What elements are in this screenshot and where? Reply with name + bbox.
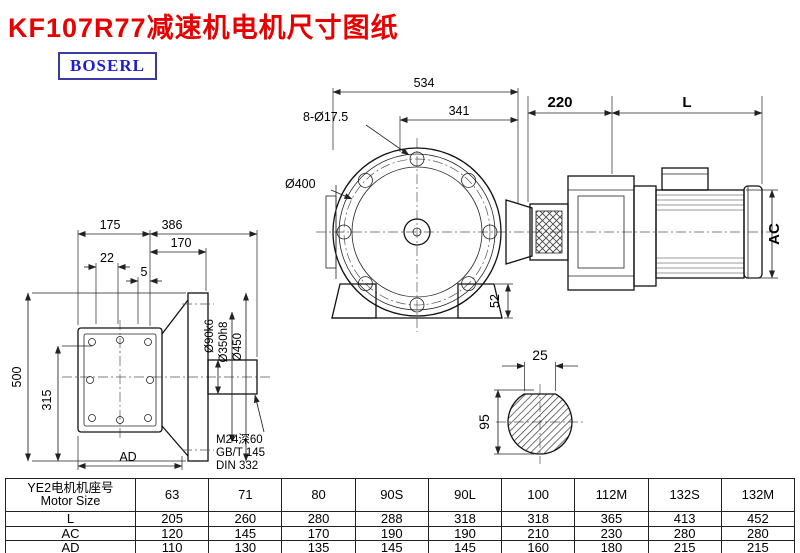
col-header: 100 — [501, 478, 576, 512]
motor-side-view: 220 L AC — [505, 94, 783, 291]
table-cell: 170 — [281, 525, 356, 542]
dim-220: 220 — [547, 94, 572, 111]
coupling-section — [535, 210, 563, 254]
dim-bolt-holes: 8-Ø17.5 — [303, 110, 348, 124]
dim-AC: AC — [766, 223, 783, 245]
table-cell: 145 — [354, 540, 429, 553]
dim-L: L — [682, 94, 691, 111]
note-tap: M24深60 — [216, 432, 263, 446]
table-cell: 230 — [574, 525, 649, 542]
col-header: 90L — [427, 478, 503, 512]
dim-170: 170 — [171, 236, 192, 250]
table-cell: 190 — [354, 525, 429, 542]
table-cell: 280 — [647, 525, 722, 542]
dim-341: 341 — [449, 104, 470, 118]
row-label: AC — [5, 525, 136, 542]
dim-flange-dia: Ø450 — [232, 333, 244, 361]
table-cell: 190 — [427, 525, 503, 542]
dim-534: 534 — [414, 76, 435, 90]
dim-AD: AD — [119, 450, 136, 464]
dim-bolt-circle: Ø400 — [285, 177, 316, 191]
table-header-row: YE2电机机座号 Motor Size 63 71 80 90S 90L 100… — [5, 478, 796, 512]
table-cell: 365 — [574, 511, 649, 527]
dim-315: 315 — [40, 390, 54, 411]
col-header: 132M — [720, 478, 796, 512]
col-header: 90S — [354, 478, 429, 512]
side-view-gearbox: 175 386 170 22 5 500 315 — [10, 218, 272, 472]
dim-5: 5 — [141, 265, 148, 279]
terminal-box — [661, 167, 709, 191]
col-header: 80 — [281, 478, 356, 512]
table-row-AC: AC 120 145 170 190 190 210 230 280 280 — [5, 525, 796, 542]
table-cell: 288 — [354, 511, 429, 527]
front-view-gearbox: 534 341 8-Ø17.5 Ø400 52 — [285, 76, 770, 332]
table-row-AD: AD 110 130 135 145 145 160 180 215 215 — [5, 540, 796, 553]
dim-500: 500 — [10, 367, 24, 388]
table-cell: 452 — [720, 511, 796, 527]
table-cell: 145 — [427, 540, 503, 553]
col-header: 132S — [647, 478, 722, 512]
dim-25: 25 — [532, 347, 548, 363]
technical-drawing: 534 341 8-Ø17.5 Ø400 52 — [10, 76, 783, 472]
table-cell: 160 — [501, 540, 576, 553]
table-cell: 280 — [720, 525, 796, 542]
dim-22: 22 — [100, 251, 114, 265]
dim-spigot-dia: Ø350h8 — [218, 322, 230, 363]
size-label-cn: YE2电机机座号 — [27, 480, 114, 495]
housing-face — [77, 327, 163, 433]
col-header: 112M — [574, 478, 649, 512]
motor-size-table: YE2电机机座号 Motor Size 63 71 80 90S 90L 100… — [5, 478, 796, 553]
size-label-en: Motor Size — [40, 494, 101, 508]
table-cell: 318 — [501, 511, 576, 527]
page-title: KF107R77减速机电机尺寸图纸 — [8, 13, 399, 43]
motor-body — [655, 189, 745, 279]
shaft-section-view: 25 95 — [476, 347, 584, 464]
table-cell: 205 — [134, 511, 210, 527]
table-row-L: L 205 260 280 288 318 318 365 413 452 — [5, 511, 796, 527]
table-cell: 318 — [427, 511, 503, 527]
motor-fins — [656, 194, 744, 274]
table-cell: 135 — [281, 540, 356, 553]
table-cell: 210 — [501, 525, 576, 542]
table-cell: 413 — [647, 511, 722, 527]
table-cell: 120 — [134, 525, 210, 542]
table-corner-cell: YE2电机机座号 Motor Size — [5, 478, 136, 512]
brand-logo: BOSERL — [58, 52, 157, 80]
dim-175: 175 — [100, 218, 121, 232]
row-label: AD — [5, 540, 136, 553]
col-header: 71 — [208, 478, 283, 512]
table-cell: 110 — [134, 540, 210, 553]
col-header: 63 — [134, 478, 210, 512]
table-cell: 215 — [647, 540, 722, 553]
dim-shaft-dia: Ø90k6 — [204, 319, 216, 353]
table-cell: 215 — [720, 540, 796, 553]
dim-386: 386 — [162, 218, 183, 232]
motor-flange — [633, 185, 657, 287]
note-gb-standard: GB/T 145 — [216, 447, 265, 459]
table-cell: 180 — [574, 540, 649, 553]
dim-52: 52 — [488, 294, 502, 308]
note-din-standard: DIN 332 — [216, 460, 258, 472]
table-cell: 260 — [208, 511, 283, 527]
table-cell: 280 — [281, 511, 356, 527]
row-label: L — [5, 511, 136, 527]
cover-bolts — [86, 336, 154, 424]
shaft-section — [507, 393, 573, 455]
table-cell: 130 — [208, 540, 283, 553]
table-cell: 145 — [208, 525, 283, 542]
dim-95: 95 — [476, 414, 492, 430]
